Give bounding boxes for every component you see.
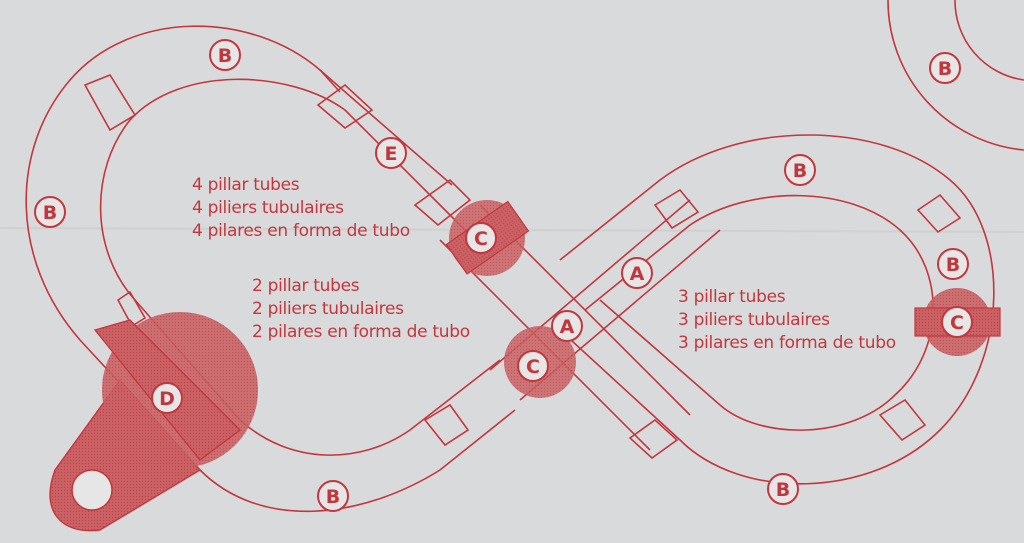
track-joints bbox=[83, 74, 962, 460]
note-middle-left-fr: 2 piliers tubulaires bbox=[252, 299, 404, 319]
tag-a-right: A bbox=[621, 257, 653, 289]
tag-b-left: B bbox=[34, 196, 66, 228]
note-middle-left: 2 pillar tubes 2 piliers tubulaires 2 pi… bbox=[252, 275, 470, 344]
note-right: 3 pillar tubes 3 piliers tubulaires 3 pi… bbox=[678, 286, 896, 355]
svg-text:B: B bbox=[43, 202, 57, 224]
tag-b-top-right-corner: B bbox=[929, 52, 961, 84]
note-right-en: 3 pillar tubes bbox=[678, 287, 786, 307]
left-loop-track bbox=[25, 25, 516, 513]
tag-e: E bbox=[375, 137, 407, 169]
tag-b-bottom-left: B bbox=[317, 480, 349, 512]
svg-text:B: B bbox=[326, 486, 340, 508]
note-upper-left-fr: 4 piliers tubulaires bbox=[192, 198, 344, 218]
note-right-fr: 3 piliers tubulaires bbox=[678, 310, 830, 330]
pillar-d-hole bbox=[71, 469, 113, 511]
note-right-es: 3 pilares en forma de tubo bbox=[678, 333, 896, 353]
note-middle-left-en: 2 pillar tubes bbox=[252, 276, 360, 296]
svg-text:B: B bbox=[218, 45, 232, 67]
note-upper-left: 4 pillar tubes 4 piliers tubulaires 4 pi… bbox=[192, 174, 410, 243]
svg-text:B: B bbox=[938, 58, 952, 80]
svg-text:B: B bbox=[793, 160, 807, 182]
svg-text:D: D bbox=[159, 388, 175, 410]
svg-text:C: C bbox=[950, 312, 964, 334]
tag-b-right: B bbox=[937, 248, 969, 280]
tag-b-right-top: B bbox=[784, 154, 816, 186]
svg-text:E: E bbox=[385, 143, 398, 165]
svg-text:A: A bbox=[630, 263, 645, 285]
svg-text:B: B bbox=[946, 254, 960, 276]
tag-a-center: A bbox=[551, 310, 583, 342]
tag-b-bottom-right: B bbox=[767, 473, 799, 505]
tag-c-right: C bbox=[941, 306, 973, 338]
tag-c-upper: C bbox=[465, 222, 497, 254]
tag-c-lower: C bbox=[517, 350, 549, 382]
svg-text:A: A bbox=[560, 316, 575, 338]
note-middle-left-es: 2 pilares en forma de tubo bbox=[252, 322, 470, 342]
note-upper-left-en: 4 pillar tubes bbox=[192, 175, 300, 195]
svg-text:C: C bbox=[474, 228, 488, 250]
svg-text:B: B bbox=[776, 479, 790, 501]
note-upper-left-es: 4 pilares en forma de tubo bbox=[192, 221, 410, 241]
tag-b-top-left: B bbox=[209, 39, 241, 71]
svg-text:C: C bbox=[526, 356, 540, 378]
tag-d: D bbox=[151, 382, 183, 414]
pillar-d-base bbox=[49, 312, 258, 532]
top-right-partial-track bbox=[887, 0, 1024, 151]
